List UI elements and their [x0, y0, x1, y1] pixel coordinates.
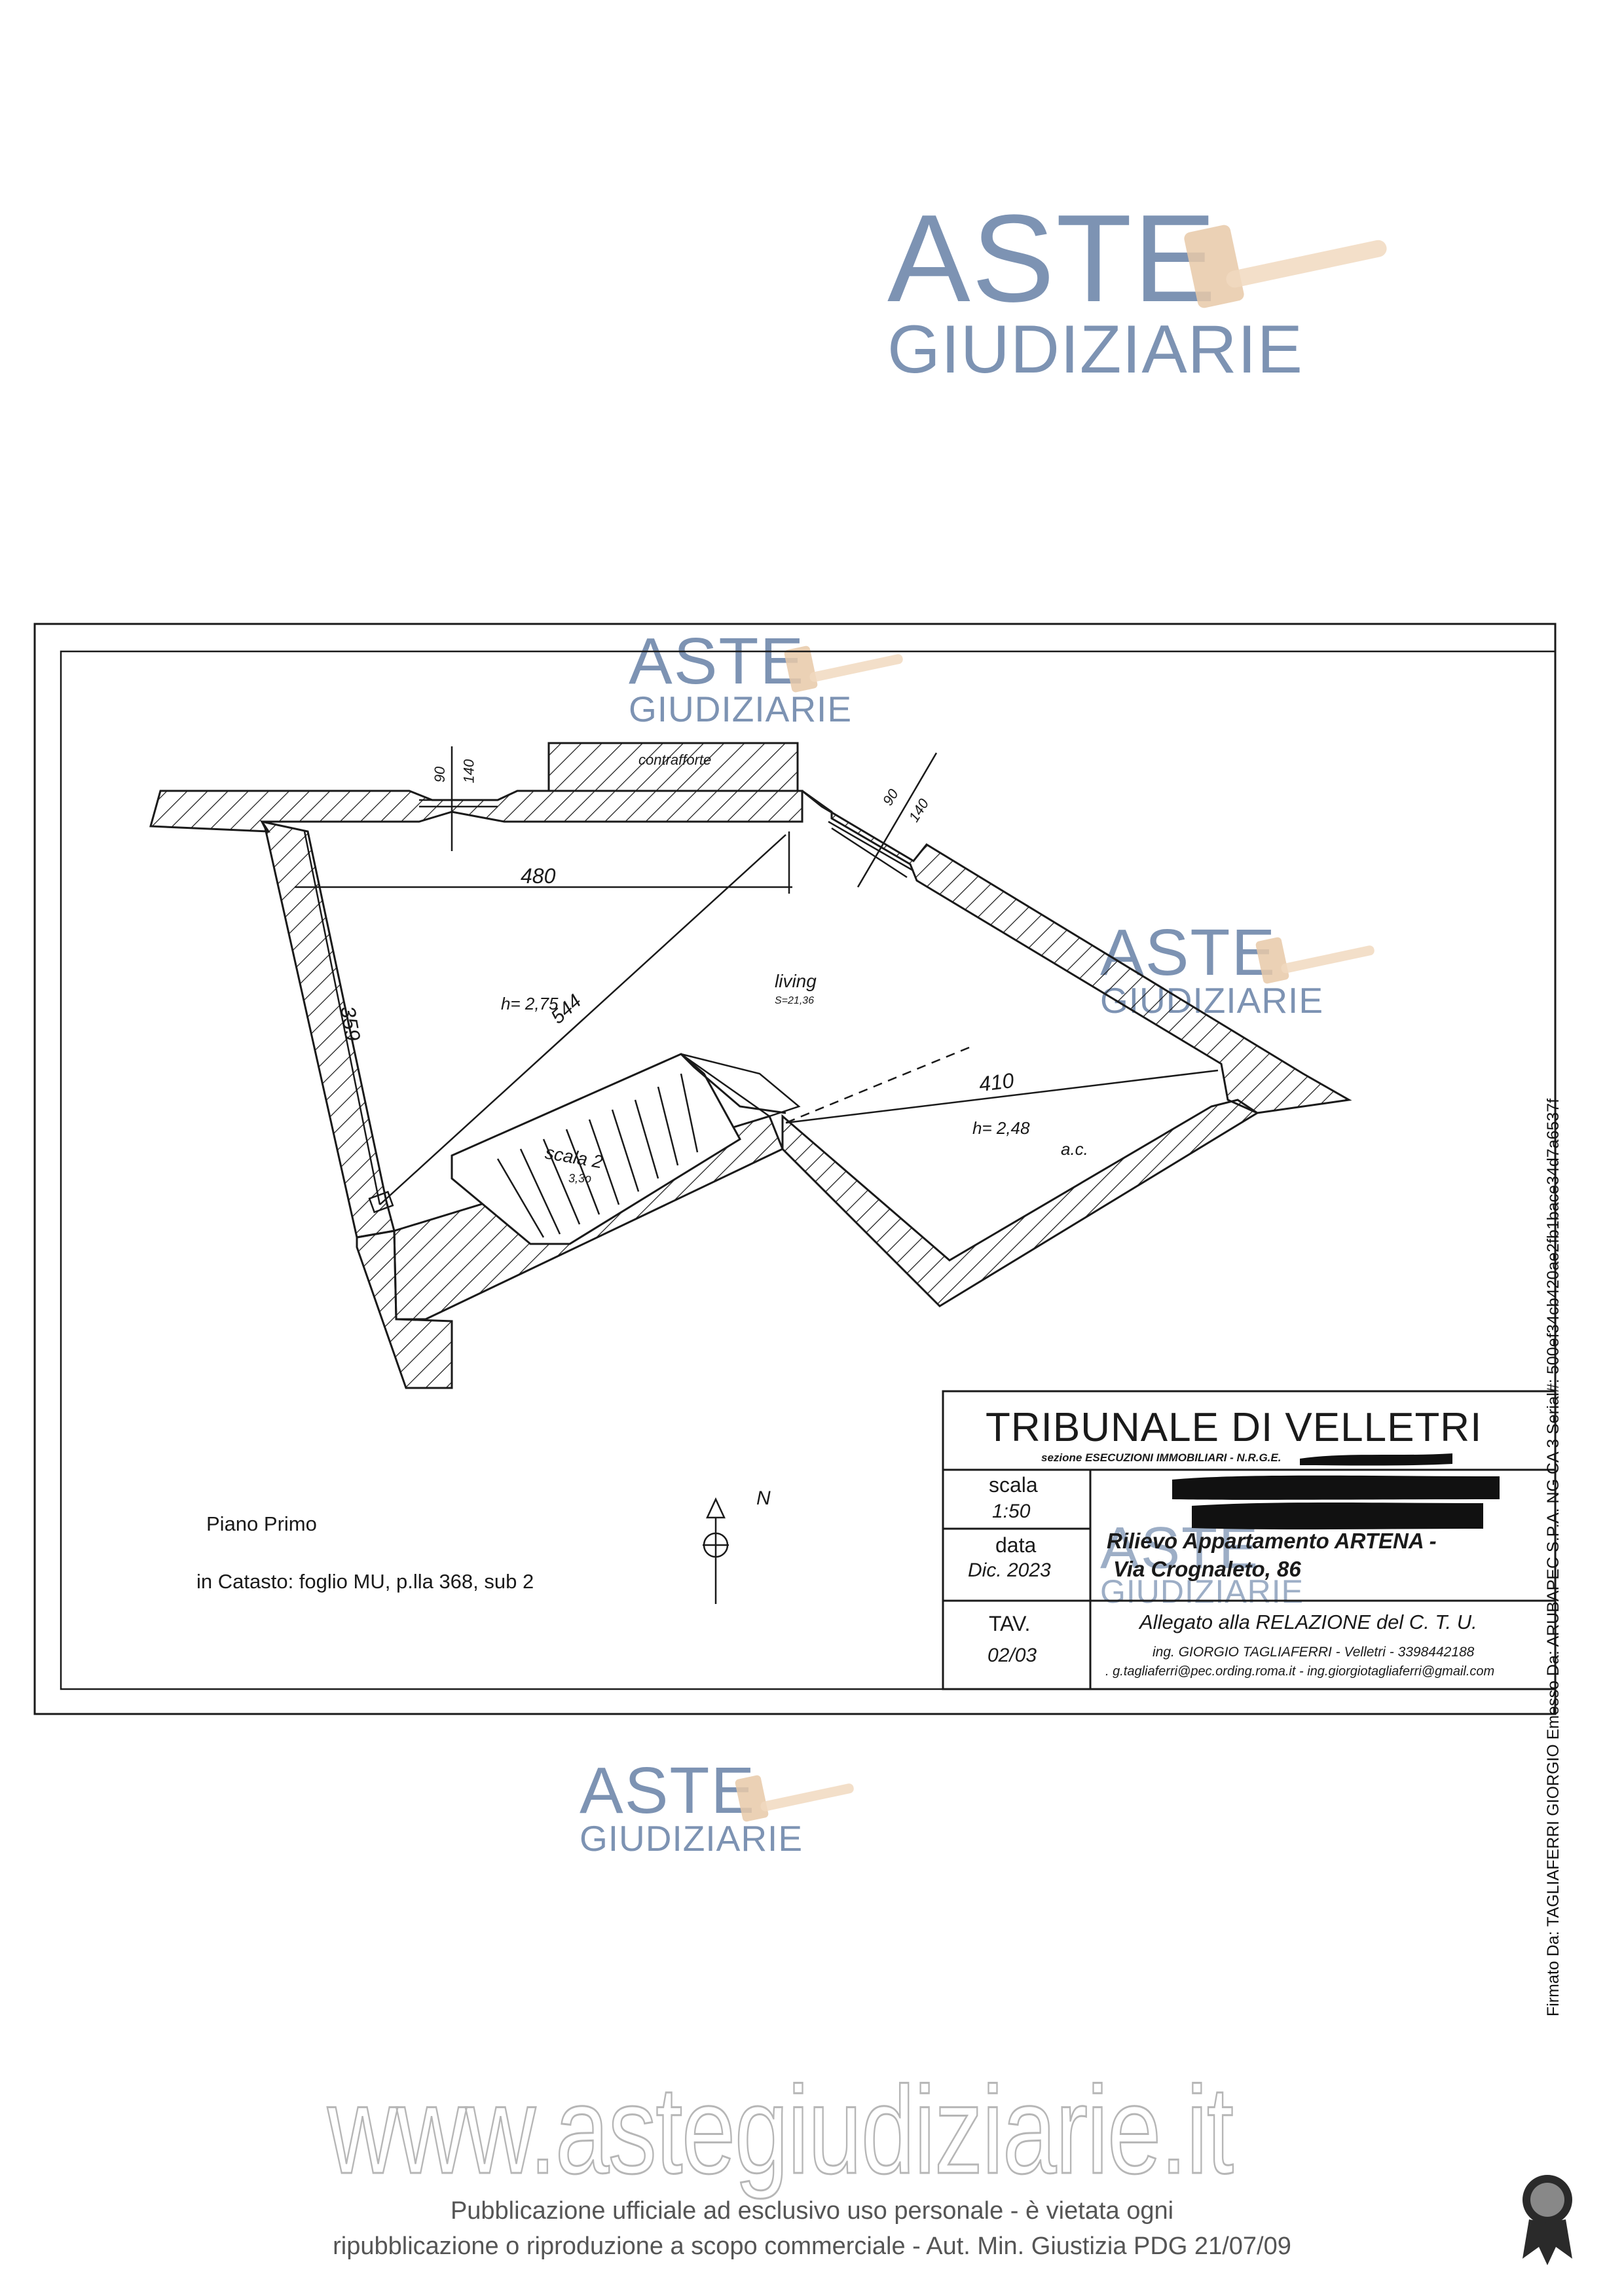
gavel-icon [1255, 937, 1375, 984]
aste-watermark-top: ASTE GIUDIZIARIE [887, 196, 1303, 384]
scale-label: scala [989, 1473, 1038, 1497]
court-title: TRIBUNALE DI VELLETRI [986, 1405, 1483, 1450]
digital-signature-text: Firmato Da: TAGLIAFERRI GIORGIO Emesso D… [1544, 1098, 1562, 2016]
tav-label: TAV. [989, 1612, 1031, 1635]
watermark-aste: ASTE [887, 189, 1218, 328]
gavel-icon [735, 1775, 854, 1822]
date-value: Dic. 2023 [968, 1559, 1051, 1581]
gavel-icon [1184, 225, 1387, 308]
allegato-text: Allegato alla RELAZIONE del C. T. U. [1139, 1611, 1477, 1633]
height-ac: h= 2,48 [972, 1118, 1030, 1138]
watermark-aste: ASTE [629, 625, 805, 698]
title-block-frame [942, 1390, 1557, 1690]
room-label-ac: a.c. [1061, 1139, 1088, 1159]
dimension-lines [295, 831, 1219, 1205]
inner-frame [60, 650, 1557, 1690]
section-subtitle: sezione ESECUZIONI IMMOBILIARI - N.R.G.E… [1041, 1451, 1282, 1464]
footer-line-2: ripubblicazione o riproduzione a scopo c… [333, 2232, 1291, 2260]
wall-right [802, 790, 1352, 1114]
dimension-480: 480 [521, 864, 556, 888]
dimension-410: 410 [977, 1068, 1016, 1097]
website-watermark: www.astegiudiziarie.it [327, 2060, 1234, 2201]
north-label: N [756, 1487, 771, 1509]
stair-treads [496, 1073, 699, 1238]
room-area-living: S=21,36 [775, 995, 815, 1006]
window-right [828, 752, 938, 888]
aste-watermark-titleblock: ASTE GIUDIZIARIE [1100, 1519, 1304, 1608]
scale-value: 1:50 [992, 1501, 1031, 1522]
wall-top [149, 790, 803, 833]
contrafforte-block [547, 742, 799, 792]
dimension-140-top: 140 [460, 759, 477, 784]
height-living: h= 2,75 [501, 994, 559, 1013]
gavel-icon [784, 646, 903, 693]
cadastre-label: in Catasto: foglio MU, p.lla 368, sub 2 [196, 1570, 534, 1593]
watermark-giudiziarie: GIUDIZIARIE [629, 689, 853, 729]
watermark-aste: ASTE [580, 1754, 756, 1827]
redaction-marks [1172, 1453, 1500, 1530]
aste-watermark-drawing-1: ASTE GIUDIZIARIE [629, 629, 852, 727]
survey-title-line2: Via Crognaleto, 86 [1113, 1557, 1301, 1581]
north-arrow-icon [703, 1497, 729, 1604]
dimension-90-top: 90 [432, 766, 449, 783]
window-top [419, 746, 498, 851]
tav-value: 02/03 [987, 1645, 1037, 1666]
footer-line-1: Pubblicazione ufficiale ad esclusivo uso… [450, 2197, 1174, 2225]
certification-seal-icon [1522, 2175, 1572, 2265]
aste-watermark-bottom: ASTE GIUDIZIARIE [580, 1758, 803, 1857]
room-label-living: living [775, 971, 817, 991]
watermark-giudiziarie: GIUDIZIARIE [887, 312, 1304, 388]
floor-label: Piano Primo [206, 1512, 317, 1535]
watermark-giudiziarie: GIUDIZIARIE [580, 1818, 803, 1859]
watermark-giudiziarie: GIUDIZIARIE [1100, 1573, 1304, 1610]
email-text: . g.tagliaferri@pec.ording.roma.it - ing… [1105, 1664, 1495, 1679]
date-label: data [995, 1533, 1037, 1557]
survey-title-line1: Rilievo Appartamento ARTENA - [1107, 1529, 1437, 1553]
engineer-text: ing. GIORGIO TAGLIAFERRI - Velletri - 33… [1153, 1645, 1475, 1660]
stair-sublabel: 3,3o [568, 1172, 592, 1185]
contrafforte-label: contrafforte [638, 752, 712, 768]
